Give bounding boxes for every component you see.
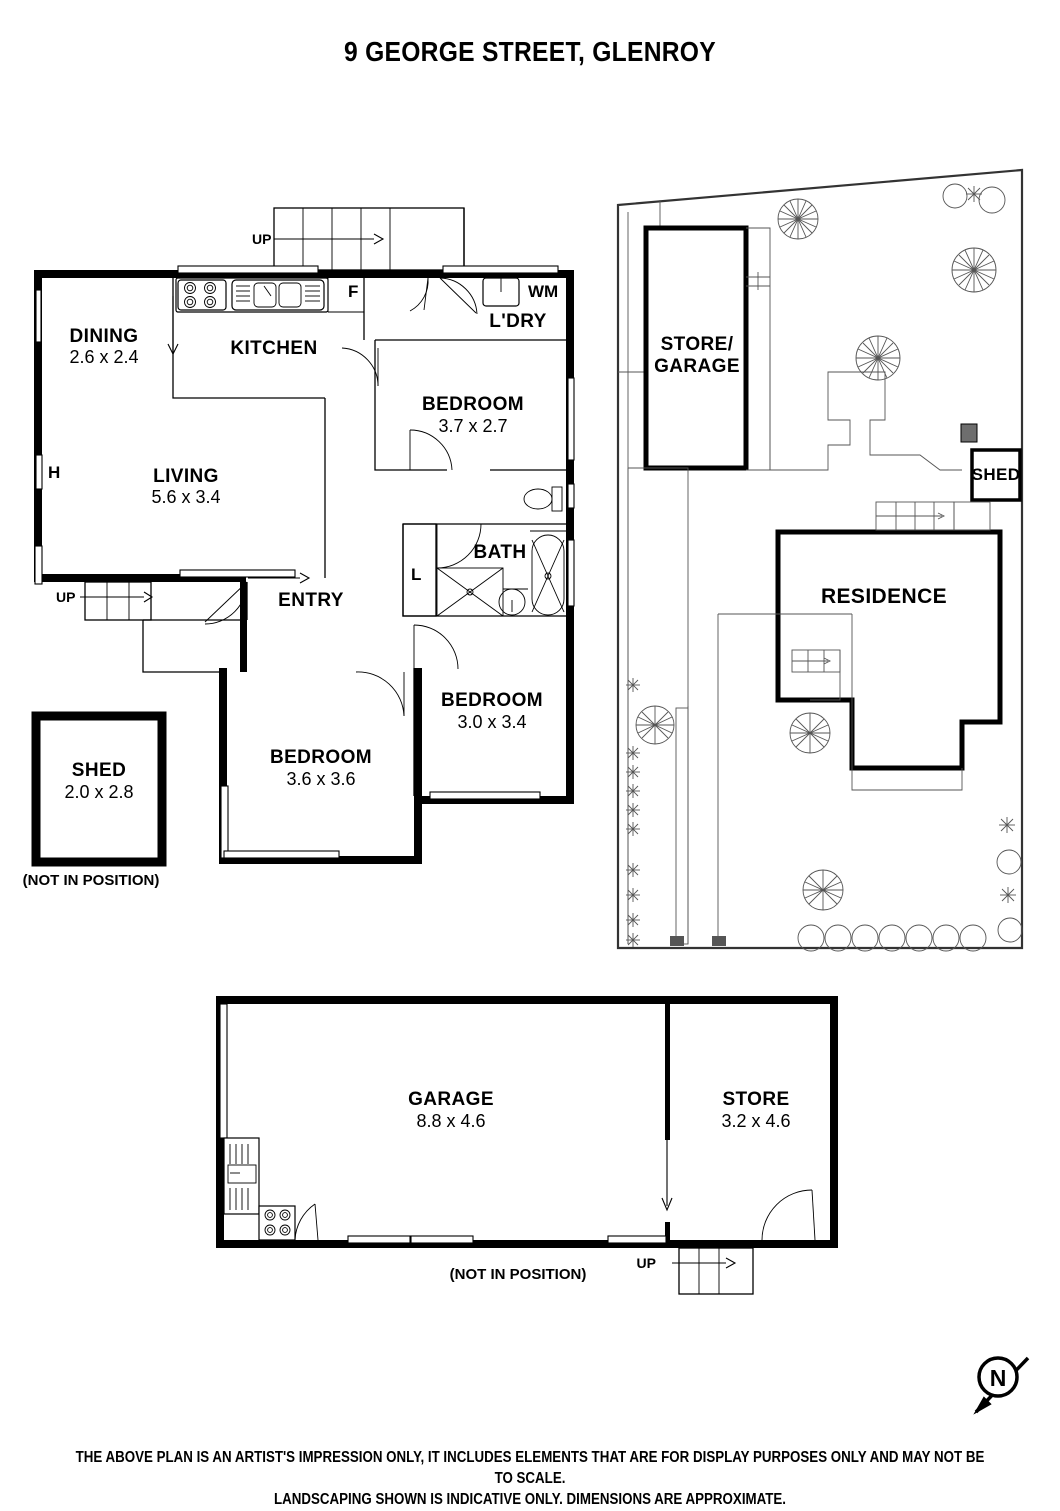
room-label-living: LIVING (153, 466, 219, 487)
room-dim-shed: 2.0 x 2.8 (64, 782, 133, 802)
stairs-left: UP (56, 581, 154, 621)
shed-detached: SHED 2.0 x 2.8 (NOT IN POSITION) (23, 711, 167, 889)
garage-side-door (294, 1203, 319, 1241)
room-label-dining: DINING (70, 326, 139, 347)
room-dim-dining: 2.6 x 2.4 (69, 347, 138, 367)
room-label-entry: ENTRY (278, 590, 344, 611)
disclaimer-line-1: THE ABOVE PLAN IS AN ARTIST'S IMPRESSION… (75, 1449, 985, 1487)
site-store-garage-label-2: GARAGE (654, 356, 740, 377)
windows (34, 265, 575, 859)
room-label-bedroom-1: BEDROOM (422, 394, 524, 415)
room-label-bath: BATH (474, 542, 527, 563)
site-shed (970, 448, 1022, 502)
compass-rose: N (973, 1356, 1030, 1415)
site-footing-2 (712, 936, 726, 946)
garage-stairs-up: UP (637, 1247, 754, 1295)
room-label-bedroom-3: BEDROOM (270, 747, 372, 768)
room-dim-store: 3.2 x 4.6 (721, 1111, 790, 1131)
store-door (761, 1189, 816, 1241)
kitchen-opening-arrow (167, 296, 179, 356)
site-trees (635, 198, 997, 911)
garage-up-label: UP (637, 1255, 656, 1271)
entry-arrow (248, 572, 311, 584)
room-dim-bedroom-1: 3.7 x 2.7 (438, 416, 507, 436)
site-store-garage (643, 225, 749, 471)
site-hedge-bottom (797, 924, 987, 952)
room-label-shed: SHED (72, 760, 126, 781)
heater-icon (35, 454, 43, 490)
bath-fixtures (402, 486, 566, 617)
site-gate-icon (960, 423, 978, 443)
room-dim-bedroom-3: 3.6 x 3.6 (286, 769, 355, 789)
doors (204, 277, 482, 717)
garage-bench (223, 1137, 296, 1241)
compass-circle (977, 1356, 1019, 1398)
garage-plan-group: UP GARAGE 8.8 x 4.6 STORE 3.2 x 4.6 (NOT… (216, 996, 838, 1295)
site-footing-1 (670, 936, 684, 946)
site-shrubs (942, 183, 1023, 943)
site-shed-label: SHED (972, 465, 1021, 484)
linen-tag: L (411, 565, 421, 584)
shed-not-in-position-note: (NOT IN POSITION) (23, 872, 160, 889)
stairs-top: UP (252, 207, 465, 272)
washing-machine-tag: WM (528, 282, 558, 301)
site-steps-top (875, 501, 991, 531)
site-store-garage-label-1: STORE/ (661, 334, 734, 355)
site-hedge-left (626, 678, 640, 947)
page-title: 9 GEORGE STREET, GLENROY (344, 36, 716, 67)
up-label-left: UP (56, 589, 75, 605)
disclaimer-text: THE ABOVE PLAN IS AN ARTIST'S IMPRESSION… (74, 1448, 986, 1511)
fridge-tag: F (348, 282, 358, 301)
room-label-laundry: L'DRY (489, 311, 547, 332)
heater-tag: H (48, 463, 60, 482)
garage-not-in-position-note: (NOT IN POSITION) (450, 1266, 587, 1283)
laundry-trough (482, 277, 520, 307)
room-label-garage: GARAGE (408, 1089, 494, 1110)
kitchen-fixtures (175, 277, 364, 313)
site-plan-group: STORE/ GARAGE SHED RESIDENCE (616, 168, 1024, 952)
site-steps-left (791, 649, 841, 701)
room-label-kitchen: KITCHEN (230, 338, 317, 359)
main-floorplan-group: UP (23, 207, 575, 889)
room-dim-bedroom-2: 3.0 x 3.4 (457, 712, 526, 732)
room-dim-living: 5.6 x 3.4 (151, 487, 220, 507)
exterior-walls (34, 270, 574, 864)
site-residence-label: RESIDENCE (821, 585, 947, 608)
up-label-top: UP (252, 231, 271, 247)
room-label-bedroom-2: BEDROOM (441, 690, 543, 711)
room-dim-garage: 8.8 x 4.6 (416, 1111, 485, 1131)
disclaimer-line-2: LANDSCAPING SHOWN IS INDICATIVE ONLY. DI… (273, 1490, 787, 1508)
room-label-store: STORE (722, 1089, 789, 1110)
compass-north-label: N (990, 1365, 1007, 1391)
